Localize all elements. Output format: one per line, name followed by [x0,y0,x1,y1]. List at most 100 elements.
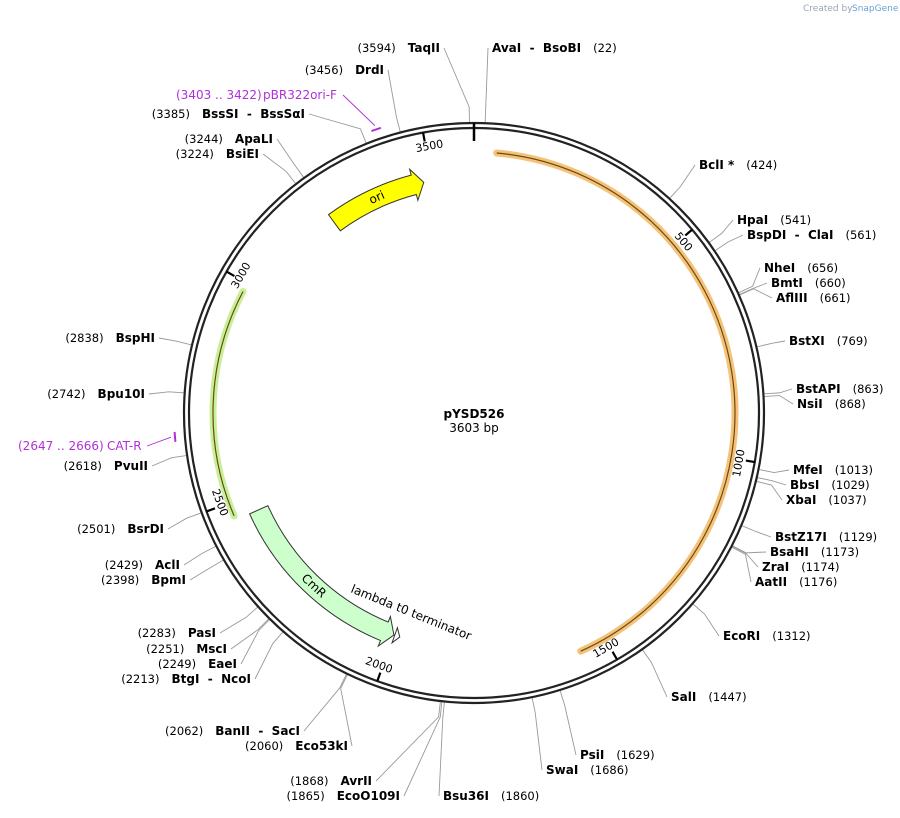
enzyme-leader [240,619,270,665]
enzyme-position: (769) [837,334,868,348]
enzyme-position: (2283) [138,626,176,640]
enzyme-leader [764,395,794,405]
enzyme-position: (1174) [801,560,839,574]
enzyme-position: (1686) [590,763,628,777]
enzyme-leader [276,138,304,178]
enzyme-name: AvaI - BsoBI [492,41,581,55]
enzyme-position: (1447) [708,690,746,704]
enzyme-name: Eco53kI [295,739,348,753]
enzyme-leader [738,267,761,293]
enzyme-leader [148,391,184,395]
primer-labels: (3403 .. 3422)pBR322ori-F(2647 .. 2666)C… [18,88,382,453]
enzyme-leader [715,234,744,251]
tick-mark [206,507,216,513]
enzyme-leader [709,219,734,243]
enzyme-name: BanII - SacI [215,724,300,738]
enzyme-position: (1013) [835,463,873,477]
enzyme-name: ApaLI [235,132,273,146]
enzyme-leader [183,546,216,566]
enzyme-position: (2213) [121,672,159,686]
plasmid-backbone [182,121,766,705]
enzyme-name: AclI [155,558,180,572]
orf-band [493,149,739,655]
enzyme-name: BtgI - NcoI [172,672,252,686]
enzyme-position: (2249) [158,657,196,671]
enzyme-name: BsaHI [770,545,809,559]
enzyme-position: (1629) [616,748,654,762]
enzyme-position: (868) [835,397,866,411]
feature-lambda-t0-terminator [390,626,401,645]
orf-highlights [209,149,739,655]
tick-mark [684,228,693,237]
enzyme-leader [732,545,767,554]
enzyme-name: Bpu10I [98,387,145,401]
enzyme-name: BstAPI [796,382,841,396]
enzyme-leader [757,340,786,348]
enzyme-leader [669,164,696,199]
enzyme-leader [262,153,296,184]
primer-range: (3403 .. 3422) [176,88,262,102]
enzyme-leader [756,481,783,501]
orf-line [212,291,244,517]
feature-cmr [248,504,395,648]
primer-leader [146,436,172,447]
enzyme-leader [230,618,269,650]
enzyme-name: EaeI [208,657,237,671]
enzyme-leader [151,455,187,467]
tick-mark [376,672,382,682]
tick-mark [611,651,618,661]
enzyme-position: (2742) [47,387,85,401]
enzyme-position: (424) [746,158,777,172]
enzyme-labels: TaqII(3594)AvaI - BsoBI(22)DrdI(3456)Bss… [47,41,883,803]
primer-mark [371,126,382,133]
primer-mark [173,431,177,442]
plasmid-name: pYSD526 [444,407,505,421]
enzyme-name: SalI [671,690,696,704]
enzyme-leader [443,47,470,123]
primer-name: pBR322ori-F [263,88,337,102]
enzyme-position: (2062) [165,724,203,738]
tick-mark [226,270,235,277]
tick-mark [422,132,426,142]
enzyme-name: BbsI [790,478,819,492]
enzyme-name: BspHI [116,331,155,345]
enzyme-position: (3244) [185,132,223,146]
enzyme-position: (2429) [105,558,143,572]
enzyme-position: (2060) [245,739,283,753]
enzyme-name: BsiEI [226,147,259,161]
enzyme-position: (3594) [357,41,395,55]
enzyme-leader [559,690,577,756]
enzyme-position: (1176) [799,575,837,589]
enzyme-name: PasI [188,626,216,640]
enzyme-leader-lines [148,47,794,797]
enzyme-name: AatII [755,575,787,589]
enzyme-name: HpaI [737,213,768,227]
enzyme-position: (1029) [831,478,869,492]
enzyme-leader [742,525,772,538]
enzyme-name: BsrDI [127,522,164,536]
enzyme-leader [167,512,201,530]
enzyme-name: BstXI [789,334,825,348]
enzyme-name: XbaI [786,493,816,507]
enzyme-position: (2838) [65,331,103,345]
enzyme-name: ZraI [762,560,789,574]
enzyme-leader [438,702,445,797]
enzyme-position: (1312) [772,629,810,643]
primer-name: CAT-R [107,439,142,453]
enzyme-name: AflIII [776,291,808,305]
enzyme-leader [158,337,192,346]
enzyme-position: (1037) [828,493,866,507]
enzyme-position: (2501) [77,522,115,536]
enzyme-name: NheI [764,261,795,275]
enzyme-name: TaqII [408,41,440,55]
enzyme-leader [732,546,759,568]
enzyme-position: (1129) [839,530,877,544]
enzyme-leader [739,288,773,299]
enzyme-name: BpmI [151,573,186,587]
enzyme-name: Bsu36I [443,789,489,803]
enzyme-leader [340,674,353,747]
enzyme-leader [757,477,787,486]
enzyme-leader [375,701,441,782]
enzyme-position: (561) [845,228,876,242]
